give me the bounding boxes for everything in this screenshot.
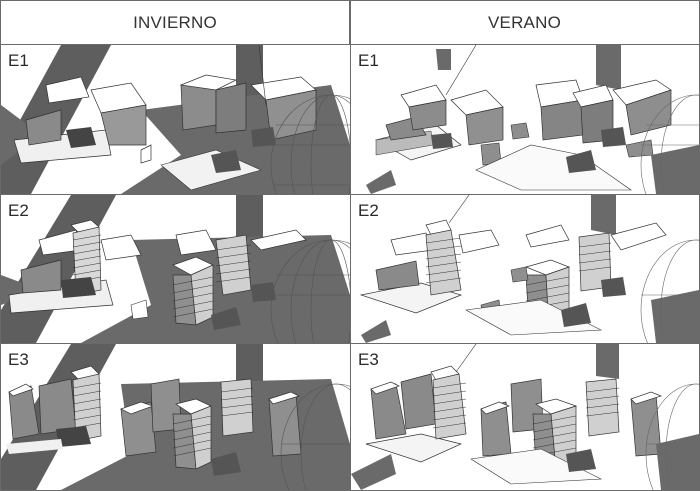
row-label-e2: E2 xyxy=(8,201,29,220)
column-header-invierno: INVIERNO xyxy=(1,1,350,45)
panel-e1-invierno: E1 xyxy=(1,45,350,194)
massing-render xyxy=(1,344,350,490)
panel-e1-verano: E1 xyxy=(351,45,699,194)
massing-render xyxy=(351,344,699,490)
row-label-e3: E3 xyxy=(358,350,379,369)
massing-render xyxy=(1,195,350,343)
row-divider xyxy=(1,194,699,195)
column-header-verano: VERANO xyxy=(350,1,699,45)
panel-e3-verano: E3 xyxy=(351,344,699,490)
panel-e2-verano: E2 xyxy=(351,195,699,343)
row-label-e2: E2 xyxy=(358,201,379,220)
row-divider xyxy=(1,343,699,344)
massing-render xyxy=(366,45,699,194)
panel-e2-invierno: E2 xyxy=(1,195,350,343)
row-label-e1: E1 xyxy=(358,51,379,70)
column-divider xyxy=(350,1,351,490)
massing-render xyxy=(1,45,350,194)
panel-e3-invierno: E3 xyxy=(1,344,350,490)
massing-render xyxy=(359,195,699,343)
row-label-e1: E1 xyxy=(8,51,29,70)
row-label-e3: E3 xyxy=(8,350,29,369)
